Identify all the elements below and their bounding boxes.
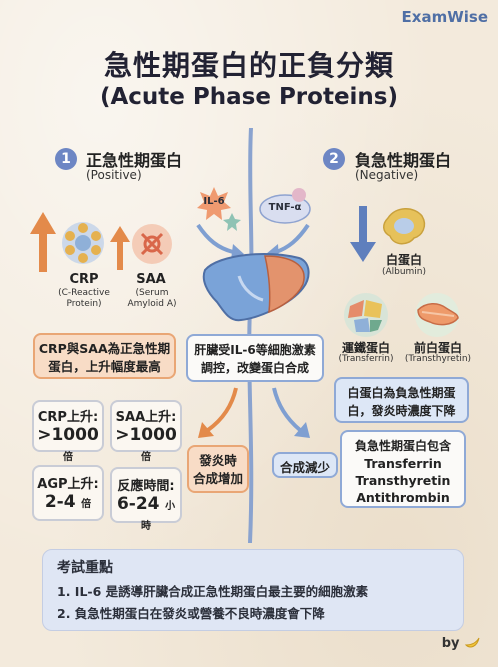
up-arrow-icon bbox=[30, 212, 56, 272]
includes-item-antithrombin: Antithrombin bbox=[356, 490, 450, 505]
negative-title: 負急性期蛋白 bbox=[355, 151, 452, 170]
saa-fullname-line1: (Serum bbox=[135, 288, 169, 298]
crp-fullname-line1: (C-Reactive bbox=[58, 288, 110, 298]
crp-molecule-icon bbox=[62, 222, 104, 264]
transthyretin-en-label: (Transthyretin) bbox=[404, 354, 472, 364]
key-points-title: 考試重點 bbox=[57, 560, 113, 576]
tnf-cytokine-icon bbox=[259, 194, 311, 224]
stat-box-saa: SAA上升: >1000 倍 bbox=[110, 400, 182, 463]
stat-agp-title: AGP上升: bbox=[37, 477, 99, 492]
synthesis-arrows bbox=[198, 387, 310, 438]
stat-agp-unit: 倍 bbox=[81, 499, 92, 510]
transferrin-icon bbox=[344, 293, 388, 337]
saa-molecule-icon bbox=[132, 224, 172, 264]
negative-note-line1: 白蛋白為負急性期蛋 bbox=[347, 386, 456, 400]
stat-crp-unit: 倍 bbox=[63, 452, 73, 463]
byline: by bbox=[442, 635, 480, 651]
crp-fullname-line2: Protein) bbox=[66, 299, 102, 309]
il6-label: IL-6 bbox=[203, 196, 225, 207]
positive-subtitle: (Positive) bbox=[86, 168, 142, 182]
includes-item-transthyretin: Transthyretin bbox=[355, 473, 451, 488]
albumin-en-label: (Albumin) bbox=[381, 267, 427, 277]
stat-saa-title: SAA上升: bbox=[115, 410, 177, 425]
cytokine-pink-icon bbox=[292, 188, 306, 202]
liver-icon bbox=[202, 253, 310, 322]
up-arrow-small-icon bbox=[110, 226, 130, 270]
positive-note-line1: CRP與SAA為正急性期 bbox=[38, 341, 171, 356]
positive-note-line2: 蛋白，上升幅度最高 bbox=[48, 359, 161, 374]
positive-note-box: CRP與SAA為正急性期 蛋白，上升幅度最高 bbox=[33, 333, 176, 379]
transthyretin-label: 前白蛋白 bbox=[413, 341, 462, 355]
stat-box-agp: AGP上升: 2-4 倍 bbox=[32, 465, 104, 521]
stat-crp-value: >1000 bbox=[37, 425, 99, 445]
albumin-label: 白蛋白 bbox=[385, 253, 422, 267]
negative-note-line2: 白，發炎時濃度下降 bbox=[347, 404, 456, 418]
stat-box-response-time: 反應時間: 6-24 小時 bbox=[110, 467, 182, 532]
saa-label: SAA bbox=[136, 272, 166, 287]
crp-label: CRP bbox=[69, 272, 99, 287]
liver-note-line1: 肝臟受IL-6等細胞激素 bbox=[194, 343, 316, 357]
includes-item-transferrin: Transferrin bbox=[364, 456, 442, 471]
stat-saa-value: >1000 bbox=[115, 425, 177, 445]
saa-fullname-line2: Amyloid A) bbox=[127, 299, 177, 309]
synthesis-increase-box: 發炎時 合成增加 bbox=[187, 445, 249, 493]
increase-line2: 合成增加 bbox=[192, 471, 243, 486]
synthesis-decrease-box: 合成減少 bbox=[272, 452, 338, 478]
page-title: 急性期蛋白的正負分類 bbox=[103, 49, 394, 82]
albumin-icon bbox=[383, 208, 426, 245]
transthyretin-icon bbox=[415, 293, 459, 337]
stat-crp-title: CRP上升: bbox=[37, 410, 99, 425]
byline-text: by bbox=[441, 636, 460, 651]
increase-line1: 發炎時 bbox=[199, 453, 237, 468]
negative-includes-box: 負急性期蛋白包含 Transferrin Transthyretin Antit… bbox=[340, 430, 466, 508]
key-point-2: 2. 負急性期蛋白在發炎或營養不良時濃度會下降 bbox=[57, 606, 325, 621]
banana-icon bbox=[464, 637, 480, 648]
liver-note-box: 肝臟受IL-6等細胞激素 調控，改變蛋白合成 bbox=[186, 334, 324, 382]
stat-time-unit: 小時 bbox=[141, 501, 176, 532]
stat-saa-unit: 倍 bbox=[141, 452, 151, 463]
stat-time-title: 反應時間: bbox=[117, 479, 175, 494]
negative-number-badge: 2 bbox=[323, 148, 345, 170]
tnf-label: TNF-α bbox=[268, 202, 302, 213]
il6-cytokine-icon bbox=[197, 187, 231, 220]
negative-note-box: 白蛋白為負急性期蛋 白，發炎時濃度下降 bbox=[334, 377, 469, 423]
stat-box-crp: CRP上升: >1000 倍 bbox=[32, 400, 104, 463]
positive-number-badge: 1 bbox=[55, 148, 77, 170]
transferrin-label: 運鐵蛋白 bbox=[341, 341, 390, 355]
negative-subtitle: (Negative) bbox=[355, 168, 419, 182]
transferrin-en-label: (Transferrin) bbox=[338, 354, 394, 364]
positive-title: 正急性期蛋白 bbox=[86, 151, 183, 170]
page-subtitle: (Acute Phase Proteins) bbox=[99, 84, 399, 110]
includes-title: 負急性期蛋白包含 bbox=[354, 439, 451, 453]
liver-note-line2: 調控，改變蛋白合成 bbox=[200, 361, 309, 375]
cytokine-small-icon bbox=[223, 213, 241, 231]
brand-logo: ExamWise bbox=[401, 8, 488, 26]
stat-agp-value: 2-4 bbox=[44, 492, 76, 512]
stat-time-value: 6-24 bbox=[116, 494, 160, 514]
key-point-1: 1. IL-6 是誘導肝臟合成正急性期蛋白最主要的細胞激素 bbox=[57, 584, 369, 599]
down-arrow-icon bbox=[350, 206, 376, 262]
key-points-panel: 考試重點 1. IL-6 是誘導肝臟合成正急性期蛋白最主要的細胞激素 2. 負急… bbox=[42, 549, 464, 631]
